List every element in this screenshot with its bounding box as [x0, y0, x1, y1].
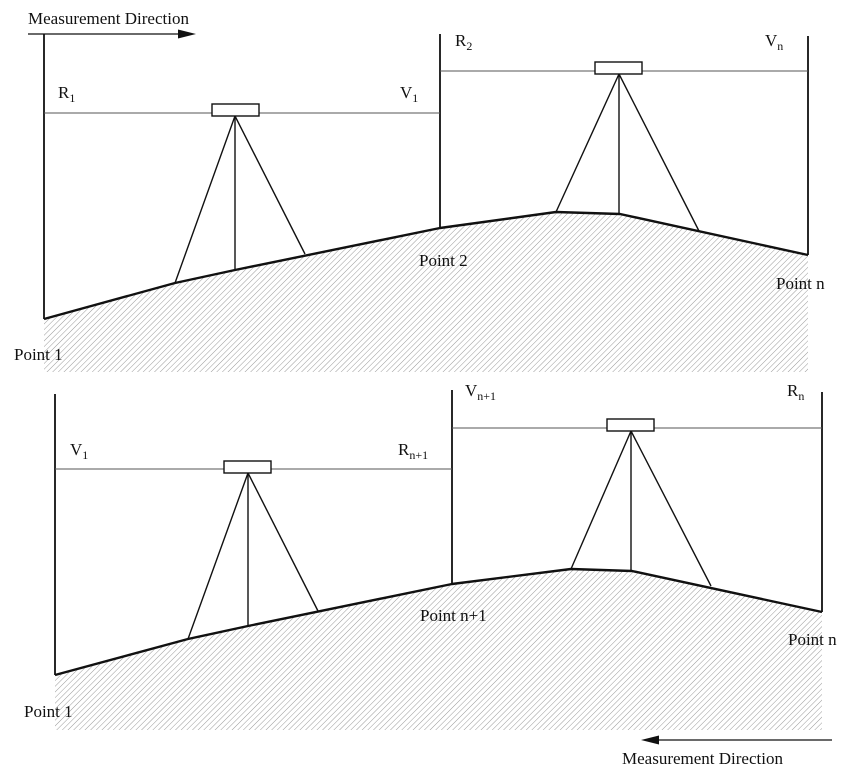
bottom-level-instrument-2: [570, 418, 712, 587]
top-point-1-label: Point 1: [14, 345, 63, 364]
top-point-2-label: Point 2: [419, 251, 468, 270]
top-direction-label: Measurement Direction: [28, 9, 189, 28]
top-staff-label-r1: R1: [58, 83, 75, 105]
top-level-instrument-2: [555, 61, 700, 232]
bottom-direction-arrowhead: [641, 735, 659, 745]
bottom-direction-label: Measurement Direction: [622, 749, 783, 768]
top-direction-arrowhead: [178, 29, 196, 39]
bottom-staff-label-vn1: Vn+1: [465, 381, 496, 403]
top-panel: Measurement Direction R1 V: [14, 9, 825, 372]
top-level-instrument-1: [174, 103, 306, 284]
top-staff-label-vn: Vn: [765, 31, 783, 53]
level-icon: [223, 460, 272, 474]
top-staff-label-v1: V1: [400, 83, 418, 105]
bottom-staff-label-rn1: Rn+1: [398, 440, 428, 462]
bottom-staff-label-rn: Rn: [787, 381, 804, 403]
top-point-n-label: Point n: [776, 274, 825, 293]
level-icon: [606, 418, 655, 432]
bottom-point-1-label: Point 1: [24, 702, 73, 721]
bottom-panel: V1 Rn+1 Vn+1 Rn Point 1 Point n+1 Point …: [24, 381, 837, 768]
bottom-staff-label-v1: V1: [70, 440, 88, 462]
bottom-point-n1-label: Point n+1: [420, 606, 487, 625]
top-staff-label-r2: R2: [455, 31, 472, 53]
bottom-ground-fill: [55, 569, 822, 730]
bottom-direction-indicator: Measurement Direction: [622, 735, 832, 768]
top-ground-fill: [44, 212, 808, 372]
level-icon: [211, 103, 260, 117]
top-direction-indicator: Measurement Direction: [28, 9, 196, 39]
bottom-level-instrument-1: [187, 460, 319, 640]
bottom-point-n-label: Point n: [788, 630, 837, 649]
level-icon: [594, 61, 643, 75]
